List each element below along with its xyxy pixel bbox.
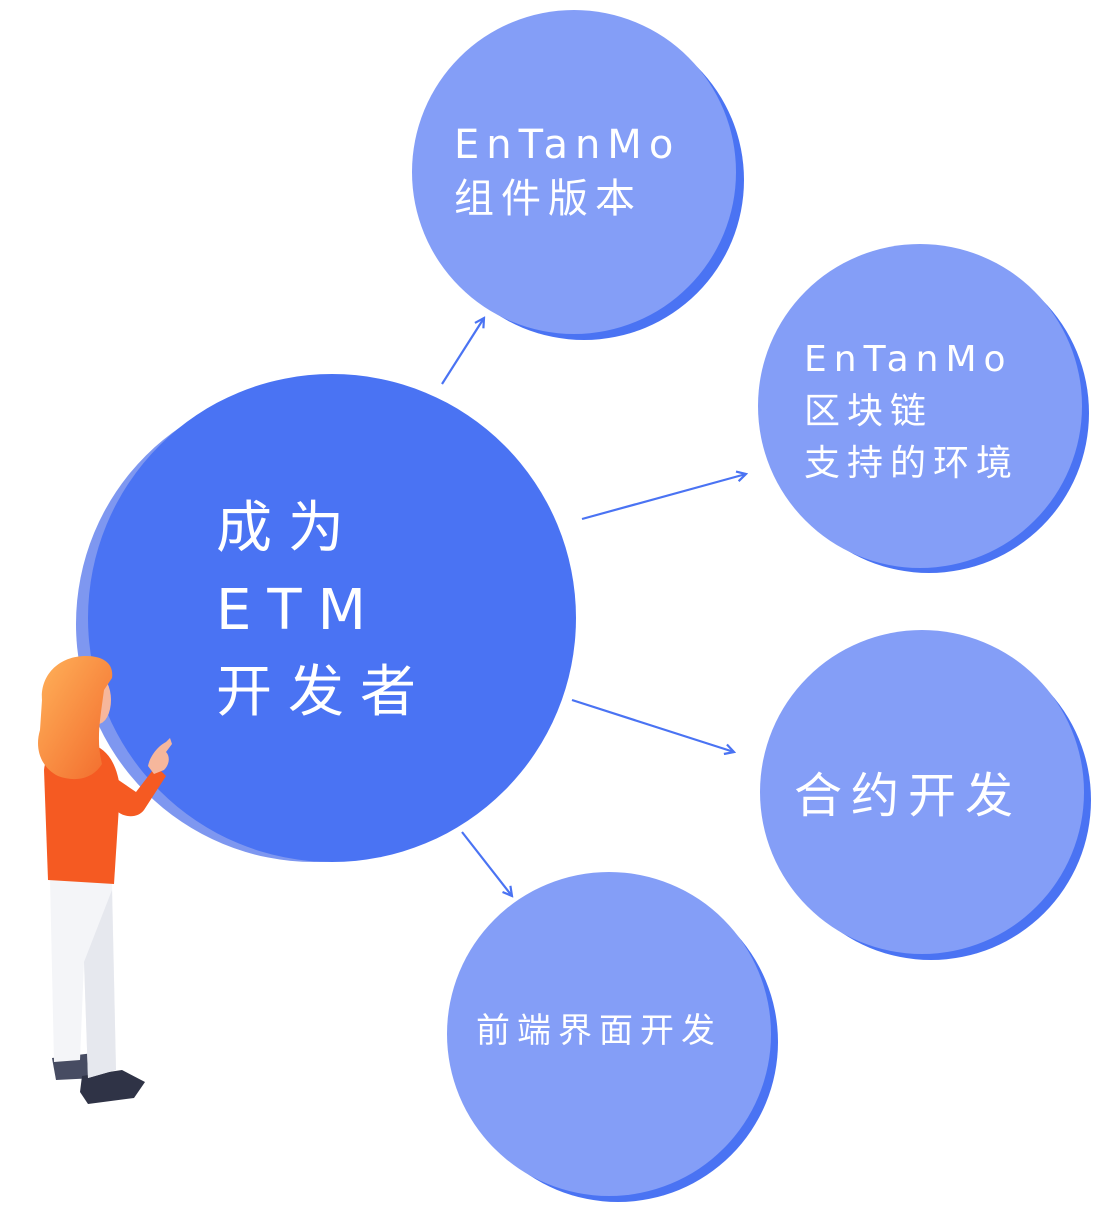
hair: [38, 656, 113, 780]
arrow-to-blockchain-env: [581, 474, 746, 521]
node-label-line: EnTanMo: [454, 122, 681, 168]
node-frontend-dev: [447, 872, 778, 1202]
contract-dev-label: 合约开发: [794, 766, 1022, 826]
blockchain-env-label: EnTanMo 区块链 支持的环境: [804, 334, 1019, 490]
node-label-line: 合约开发: [794, 768, 1023, 824]
node-label-line: 前端界面开发: [476, 1011, 722, 1051]
arrow-to-contract-dev: [571, 698, 734, 752]
center-label-line: ETM: [216, 578, 382, 643]
center-label-line: 开发者: [216, 660, 432, 725]
node-circle: [412, 10, 736, 334]
node-circle: [758, 244, 1082, 568]
arm: [86, 762, 166, 817]
right-shoe: [80, 1070, 145, 1104]
node-blockchain-env: [758, 244, 1089, 573]
component-version-label: EnTanMo 组件版本: [454, 118, 680, 226]
person-illustration: [38, 656, 172, 1104]
node-circle: [447, 872, 771, 1196]
node-label-line: 支持的环境: [804, 443, 1020, 484]
arrow-to-component-version: [441, 318, 484, 385]
center-node-label: 成为 ETM 开发者: [216, 488, 432, 734]
center-label-line: 成为: [216, 496, 360, 561]
center-node-circle: [88, 374, 576, 862]
leg-shade: [84, 890, 116, 1078]
hand: [148, 738, 172, 774]
node-label-line: 组件版本: [454, 176, 642, 222]
node-label-line: EnTanMo: [804, 339, 1013, 380]
node-contract-dev: [760, 630, 1091, 960]
node-component-version: [412, 10, 744, 340]
node-circle: [760, 630, 1084, 954]
center-node: [76, 374, 576, 862]
arrow-to-frontend-dev: [461, 831, 512, 896]
node-label-line: 区块链: [804, 391, 934, 432]
frontend-dev-label: 前端界面开发: [476, 1008, 722, 1054]
